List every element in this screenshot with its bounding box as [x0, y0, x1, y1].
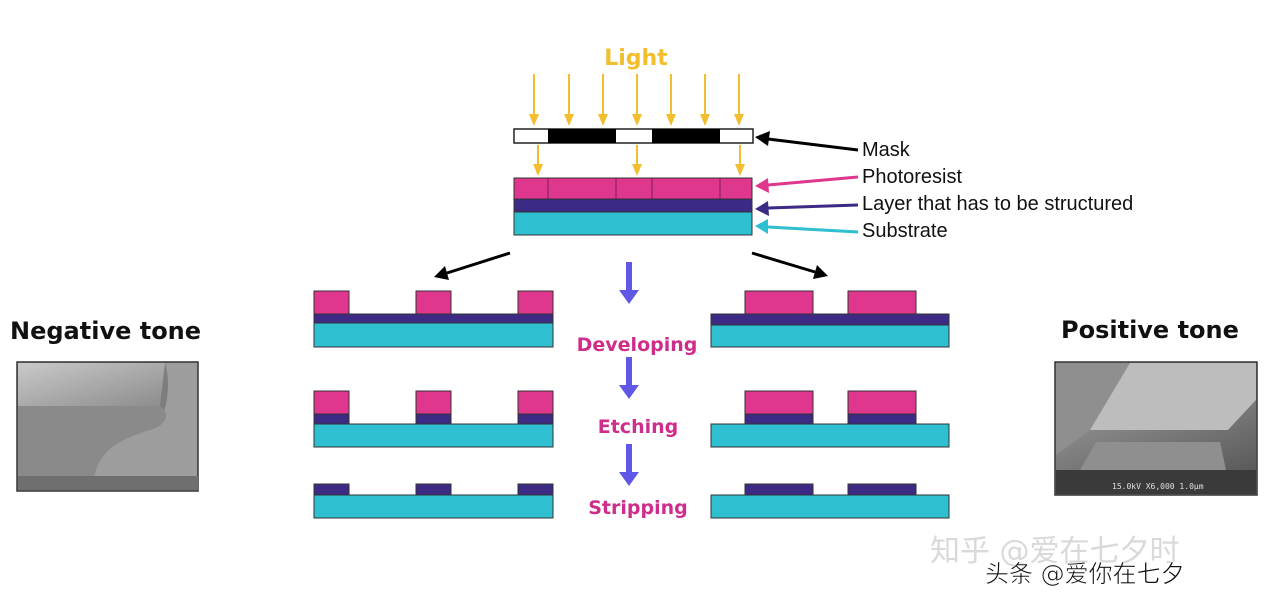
step-label-stripping: Stripping: [588, 497, 688, 519]
watermark-line-1: 知乎 @爱在七夕时: [930, 534, 1180, 569]
negative-tone-micrograph: [16, 361, 199, 492]
step-down-arrowhead-icon: [619, 385, 639, 399]
pointer-arrowhead-icon: [755, 201, 769, 216]
light-arrowhead-icon: [666, 114, 676, 126]
substrate-layer: [710, 494, 950, 519]
photoresist-block: [415, 290, 452, 315]
photoresist-block: [744, 390, 814, 415]
light-arrows: [529, 74, 745, 176]
step-down-arrowhead-icon: [619, 290, 639, 304]
step-label-developing: Developing: [577, 334, 698, 356]
photoresist-block: [517, 390, 554, 415]
pointer-arrows: [755, 131, 859, 234]
top-wafer-stack: [513, 177, 753, 236]
light-arrowhead-icon: [533, 164, 543, 176]
photoresist-block: [415, 390, 452, 415]
substrate-layer: [313, 423, 554, 448]
structured-layer-segment: [313, 413, 350, 425]
branch-arrowhead-icon: [434, 266, 449, 280]
branch-arrow-right-icon: [751, 251, 816, 274]
substrate-label: Substrate: [862, 220, 948, 242]
pointer-arrow-icon: [767, 175, 859, 187]
structured-layer-segment: [313, 483, 350, 496]
structured-layer-segment: [517, 483, 554, 496]
substrate-layer: [513, 211, 753, 236]
negative-tone-heading: Negative tone: [10, 317, 201, 345]
branch-arrowhead-icon: [813, 265, 828, 279]
light-arrowhead-icon: [564, 114, 574, 126]
photoresist-block: [313, 290, 350, 315]
structured-layer-segment: [847, 413, 917, 425]
step-down-arrowhead-icon: [619, 472, 639, 486]
photoresist-block: [313, 390, 350, 415]
substrate-layer: [710, 423, 950, 448]
mask-opaque-segment: [548, 129, 616, 143]
watermark-line-2: 头条 @爱你在七夕: [985, 560, 1185, 588]
mask: [513, 128, 754, 144]
photoresist-layer: [513, 177, 753, 200]
photoresist-block: [517, 290, 554, 315]
mask-opaque-segment: [652, 129, 720, 143]
pointer-arrow-icon: [767, 203, 859, 210]
structured-layer: [710, 313, 950, 326]
structured-layer: [513, 198, 753, 213]
light-arrowhead-icon: [529, 114, 539, 126]
positive-tone-heading: Positive tone: [1061, 316, 1239, 344]
photoresist-block: [847, 290, 917, 315]
structured-layer-segment: [744, 483, 814, 496]
substrate-layer: [313, 494, 554, 519]
structured-layer-segment: [415, 483, 452, 496]
photoresist-block: [744, 290, 814, 315]
pointer-arrow-icon: [767, 137, 859, 152]
substrate-layer: [710, 324, 950, 348]
positive-tone-micrograph: 15.0kV X6,000 1.0μm: [1054, 361, 1258, 496]
structured-layer-segment: [744, 413, 814, 425]
layer-label: Layer that has to be structured: [862, 193, 1133, 215]
light-arrowhead-icon: [734, 114, 744, 126]
light-arrowhead-icon: [700, 114, 710, 126]
photoresist-block: [847, 390, 917, 415]
structured-layer-segment: [517, 413, 554, 425]
branch-arrows: [434, 251, 828, 280]
branch-arrow-left-icon: [446, 251, 511, 275]
structured-layer-segment: [415, 413, 452, 425]
pointer-arrow-icon: [767, 225, 859, 234]
pointer-arrowhead-icon: [755, 131, 770, 146]
light-arrowhead-icon: [598, 114, 608, 126]
sem-scale-marks: 15.0kV X6,000 1.0μm: [1112, 482, 1204, 491]
step-arrows: [619, 262, 639, 486]
structured-layer-segment: [847, 483, 917, 496]
substrate-layer: [313, 322, 554, 348]
light-arrowhead-icon: [735, 164, 745, 176]
structured-layer: [313, 313, 554, 324]
pointer-arrowhead-icon: [755, 178, 769, 193]
step-label-etching: Etching: [598, 416, 679, 438]
photoresist-label: Photoresist: [862, 166, 962, 188]
process-cross-sections: [313, 290, 950, 519]
pointer-arrowhead-icon: [755, 219, 768, 234]
mask-label: Mask: [862, 139, 911, 161]
light-label: Light: [604, 46, 668, 71]
light-arrowhead-icon: [632, 114, 642, 126]
light-arrowhead-icon: [632, 164, 642, 176]
